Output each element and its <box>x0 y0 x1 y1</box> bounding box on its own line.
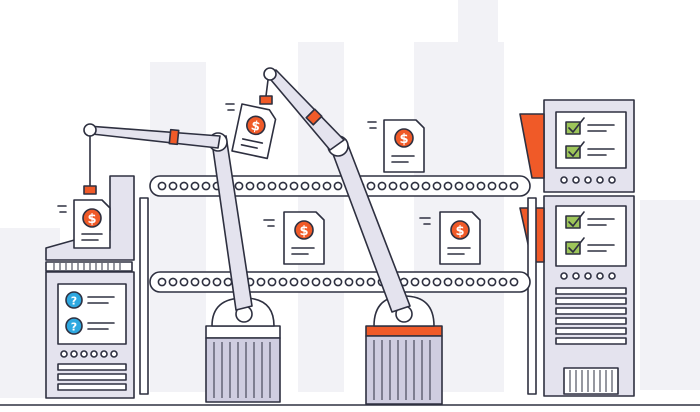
conveyor-roller <box>333 277 343 287</box>
invoice-document-icon: $ <box>383 119 425 173</box>
conveyor-roller <box>168 181 178 191</box>
question-mark-text: ? <box>71 321 77 334</box>
conveyor-roller <box>234 181 244 191</box>
conveyor-roller <box>498 277 508 287</box>
conveyor-roller <box>432 181 442 191</box>
right-terminal-top <box>519 99 635 193</box>
conveyor-roller <box>190 181 200 191</box>
conveyor-roller <box>344 277 354 287</box>
button-row <box>60 350 118 358</box>
base-accent <box>365 325 443 337</box>
conveyor-roller <box>278 181 288 191</box>
conveyor-roller <box>410 181 420 191</box>
left-terminal: ? ? <box>45 175 135 399</box>
invoice-document-icon: $ <box>439 211 481 265</box>
vent-grille <box>53 263 121 270</box>
conveyor-roller <box>157 277 167 287</box>
conveyor-roller <box>443 277 453 287</box>
dollar-symbol: $ <box>87 212 96 227</box>
invoice-document-icon: $ <box>283 211 325 265</box>
conveyor-roller <box>256 181 266 191</box>
conveyor-roller <box>179 277 189 287</box>
conveyor-roller <box>256 277 266 287</box>
conveyor-roller <box>454 181 464 191</box>
conveyor-roller <box>465 181 475 191</box>
conveyor-roller <box>443 181 453 191</box>
orange-panel <box>519 113 545 179</box>
conveyor-roller <box>289 277 299 287</box>
conveyor-roller <box>509 277 519 287</box>
robot-arm-left <box>83 123 281 403</box>
dollar-symbol: $ <box>299 224 308 239</box>
question-mark-icon <box>65 317 83 335</box>
invoice-document-icon: $ <box>231 103 277 160</box>
conveyor-roller <box>300 181 310 191</box>
conveyor-roller <box>201 277 211 287</box>
conveyor-roller <box>487 277 497 287</box>
conveyor-roller <box>509 181 519 191</box>
dollar-symbol: $ <box>250 119 262 136</box>
gripper-accent <box>259 95 273 105</box>
conveyor-roller <box>432 277 442 287</box>
conveyor-roller <box>421 181 431 191</box>
dollar-symbol: $ <box>455 224 464 239</box>
conveyor-roller <box>377 181 387 191</box>
conveyor-roller <box>476 277 486 287</box>
left-screen <box>57 283 127 345</box>
conveyor-roller <box>322 277 332 287</box>
conveyor-roller <box>179 181 189 191</box>
conveyor-roller <box>278 277 288 287</box>
conveyor-roller <box>465 277 475 287</box>
support-post <box>527 197 537 395</box>
conveyor-roller <box>333 181 343 191</box>
conveyor-roller <box>245 181 255 191</box>
conveyor-roller <box>300 277 310 287</box>
conveyor-roller <box>267 277 277 287</box>
conveyor-roller <box>366 181 376 191</box>
conveyor-roller <box>355 277 365 287</box>
conveyor-roller <box>388 181 398 191</box>
arm-joint-accent <box>168 128 180 146</box>
robot-arm-right <box>259 67 443 405</box>
conveyor-roller <box>289 181 299 191</box>
conveyor-roller <box>454 277 464 287</box>
conveyor-roller <box>157 181 167 191</box>
conveyor-roller <box>168 277 178 287</box>
support-post <box>139 197 149 395</box>
conveyor-roller <box>311 277 321 287</box>
conveyor-roller <box>201 181 211 191</box>
checkmark-icon <box>565 241 581 255</box>
conveyor-roller <box>322 181 332 191</box>
question-mark-text: ? <box>71 295 77 308</box>
conveyor-roller <box>190 277 200 287</box>
conveyor-roller <box>421 277 431 287</box>
checkmark-icon <box>565 121 581 135</box>
conveyor-roller <box>498 181 508 191</box>
invoice-document-icon: $ <box>73 199 111 249</box>
dollar-symbol: $ <box>399 132 408 147</box>
conveyor-roller <box>311 181 321 191</box>
conveyor-roller <box>212 277 222 287</box>
conveyor-roller <box>476 181 486 191</box>
gripper-accent <box>83 185 97 195</box>
question-mark-icon <box>65 291 83 309</box>
arm-joint-accent <box>305 108 323 126</box>
motion-lines <box>57 103 431 227</box>
conveyor-roller <box>366 277 376 287</box>
conveyor-roller <box>487 181 497 191</box>
checkmark-icon <box>565 145 581 159</box>
conveyor-roller <box>399 181 409 191</box>
conveyor-roller <box>223 277 233 287</box>
conveyor-roller <box>410 277 420 287</box>
right-terminal-bottom <box>519 195 635 397</box>
conveyor-roller <box>267 181 277 191</box>
checkmark-icon <box>565 215 581 229</box>
